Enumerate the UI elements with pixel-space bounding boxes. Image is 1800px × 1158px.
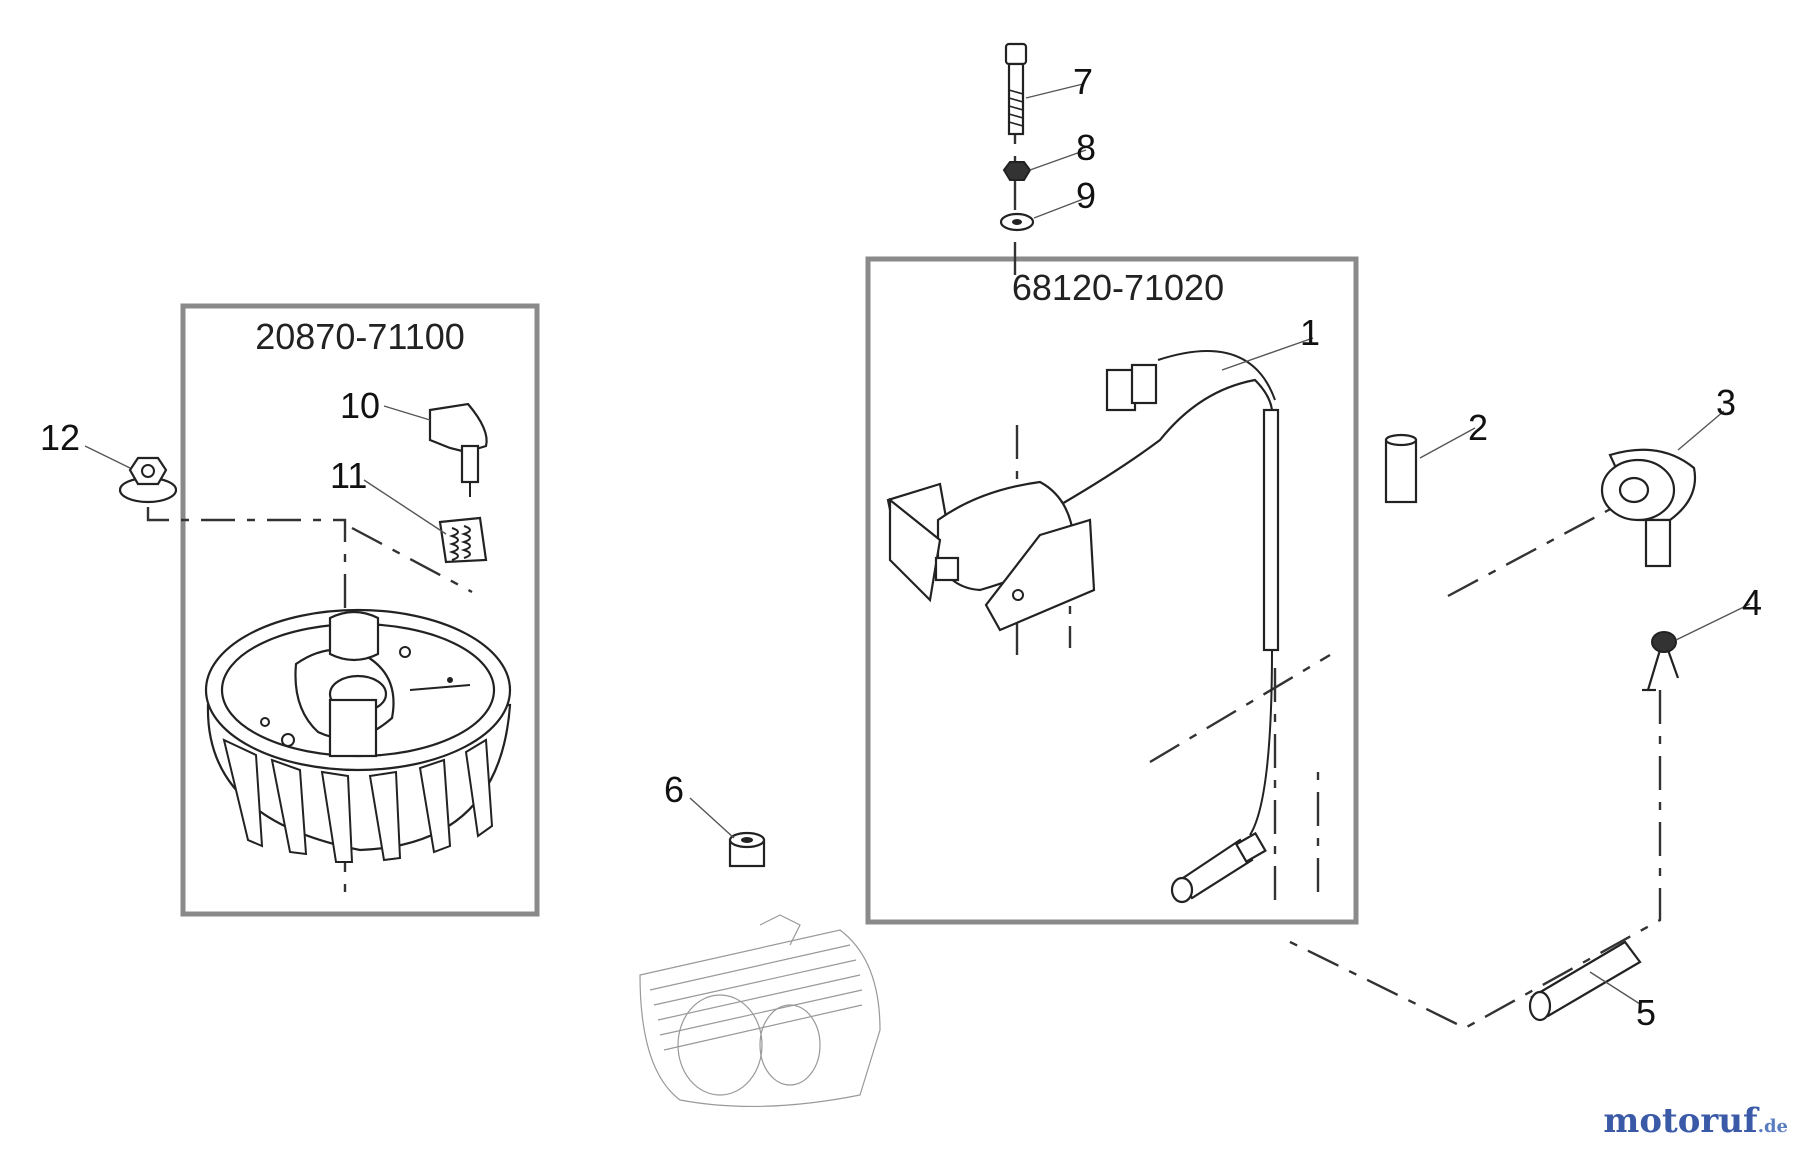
callout-1: 1 (1300, 312, 1320, 353)
spacer-part (728, 831, 766, 868)
terminal-cap-part (1384, 433, 1418, 504)
watermark-domain: .de (1757, 1116, 1788, 1137)
washer-part (999, 212, 1035, 232)
callout-3: 3 (1716, 382, 1736, 423)
callout-4: 4 (1742, 582, 1762, 623)
callout-9: 9 (1076, 175, 1096, 216)
watermark-brand: motoruf (1603, 1101, 1758, 1141)
watermark-logo: motoruf.de (1603, 1101, 1788, 1141)
callout-numbers: 1 2 3 4 5 6 7 8 9 10 11 12 (40, 61, 1762, 1033)
callout-5: 5 (1636, 992, 1656, 1033)
flange-nut-part (118, 456, 178, 504)
callout-2: 2 (1468, 407, 1488, 448)
lock-nut-part (1002, 161, 1032, 181)
ignition-coil-part (886, 350, 1280, 904)
kit-frame-ignition (865, 256, 1359, 925)
connector-spring-part (1642, 631, 1680, 692)
callout-6: 6 (664, 769, 684, 810)
spark-plug-boot-part (1600, 448, 1696, 568)
pawl-part (428, 402, 488, 497)
flywheel-part (204, 608, 512, 863)
callout-12: 12 (40, 417, 80, 458)
kit-label-ignition: 68120-71020 (1012, 267, 1224, 308)
callout-8: 8 (1076, 127, 1096, 168)
leader-lines (84, 83, 1751, 1005)
tube-part (1528, 940, 1642, 1022)
callout-7: 7 (1073, 61, 1093, 102)
kit-label-flywheel: 20870-71100 (255, 316, 465, 357)
kit-frame-flywheel (180, 303, 540, 917)
bolt-part (1004, 42, 1028, 136)
callout-11: 11 (330, 455, 367, 496)
spring-part (438, 516, 488, 564)
cylinder-reference-part (639, 914, 881, 1108)
callout-10: 10 (340, 385, 380, 426)
